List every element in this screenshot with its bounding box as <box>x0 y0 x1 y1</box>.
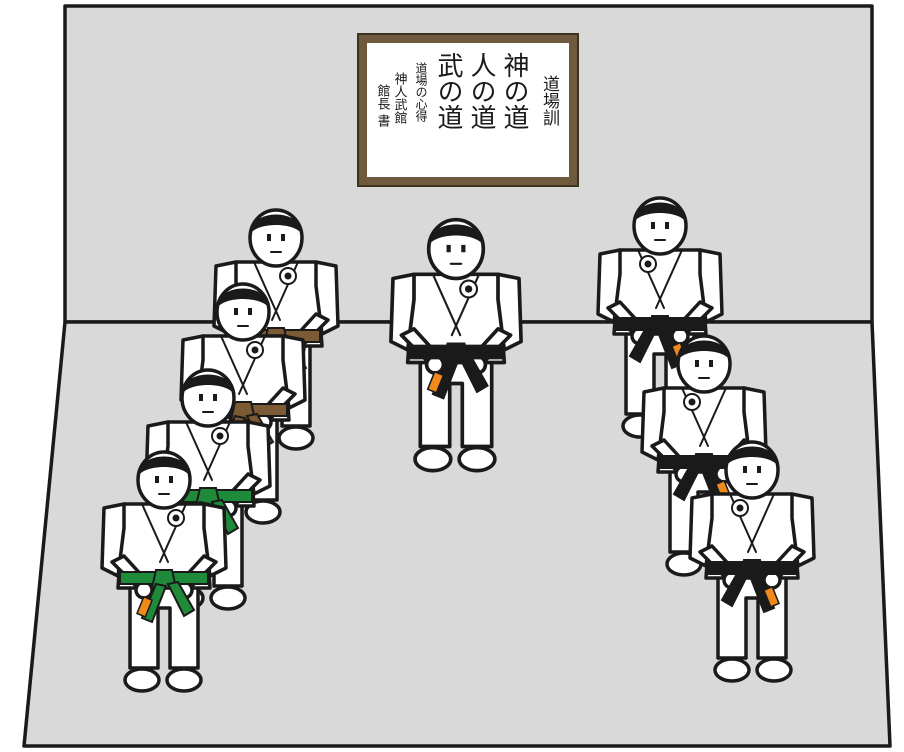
scroll-paper <box>367 43 569 177</box>
student-left-4-belt <box>119 569 209 624</box>
scroll-col-3: 人の道 <box>466 52 496 130</box>
karateka-group <box>100 196 816 693</box>
scroll-col-2: 神の道 <box>499 52 529 130</box>
student-left-4 <box>100 450 228 693</box>
student-right-3-belt-tab <box>762 585 780 608</box>
instructor-belt <box>408 342 504 400</box>
student-left-4-belt-tab <box>136 595 154 618</box>
calligraphy-scroll: 道場訓 神の道 人の道 武の道 道場の心得 神人武館 館長 書 <box>357 33 579 187</box>
scroll-col-4: 武の道 <box>433 52 463 130</box>
student-right-3 <box>688 440 816 683</box>
scroll-col-1: 道場訓 <box>539 75 560 126</box>
instructor <box>389 217 523 473</box>
student-right-3-belt <box>707 559 797 614</box>
instructor-belt-tab <box>426 370 445 394</box>
scroll-col-6: 神人武館 <box>392 72 408 124</box>
scroll-col-5: 道場の心得 <box>414 62 428 122</box>
scroll-col-7: 館長 書 <box>375 84 391 129</box>
